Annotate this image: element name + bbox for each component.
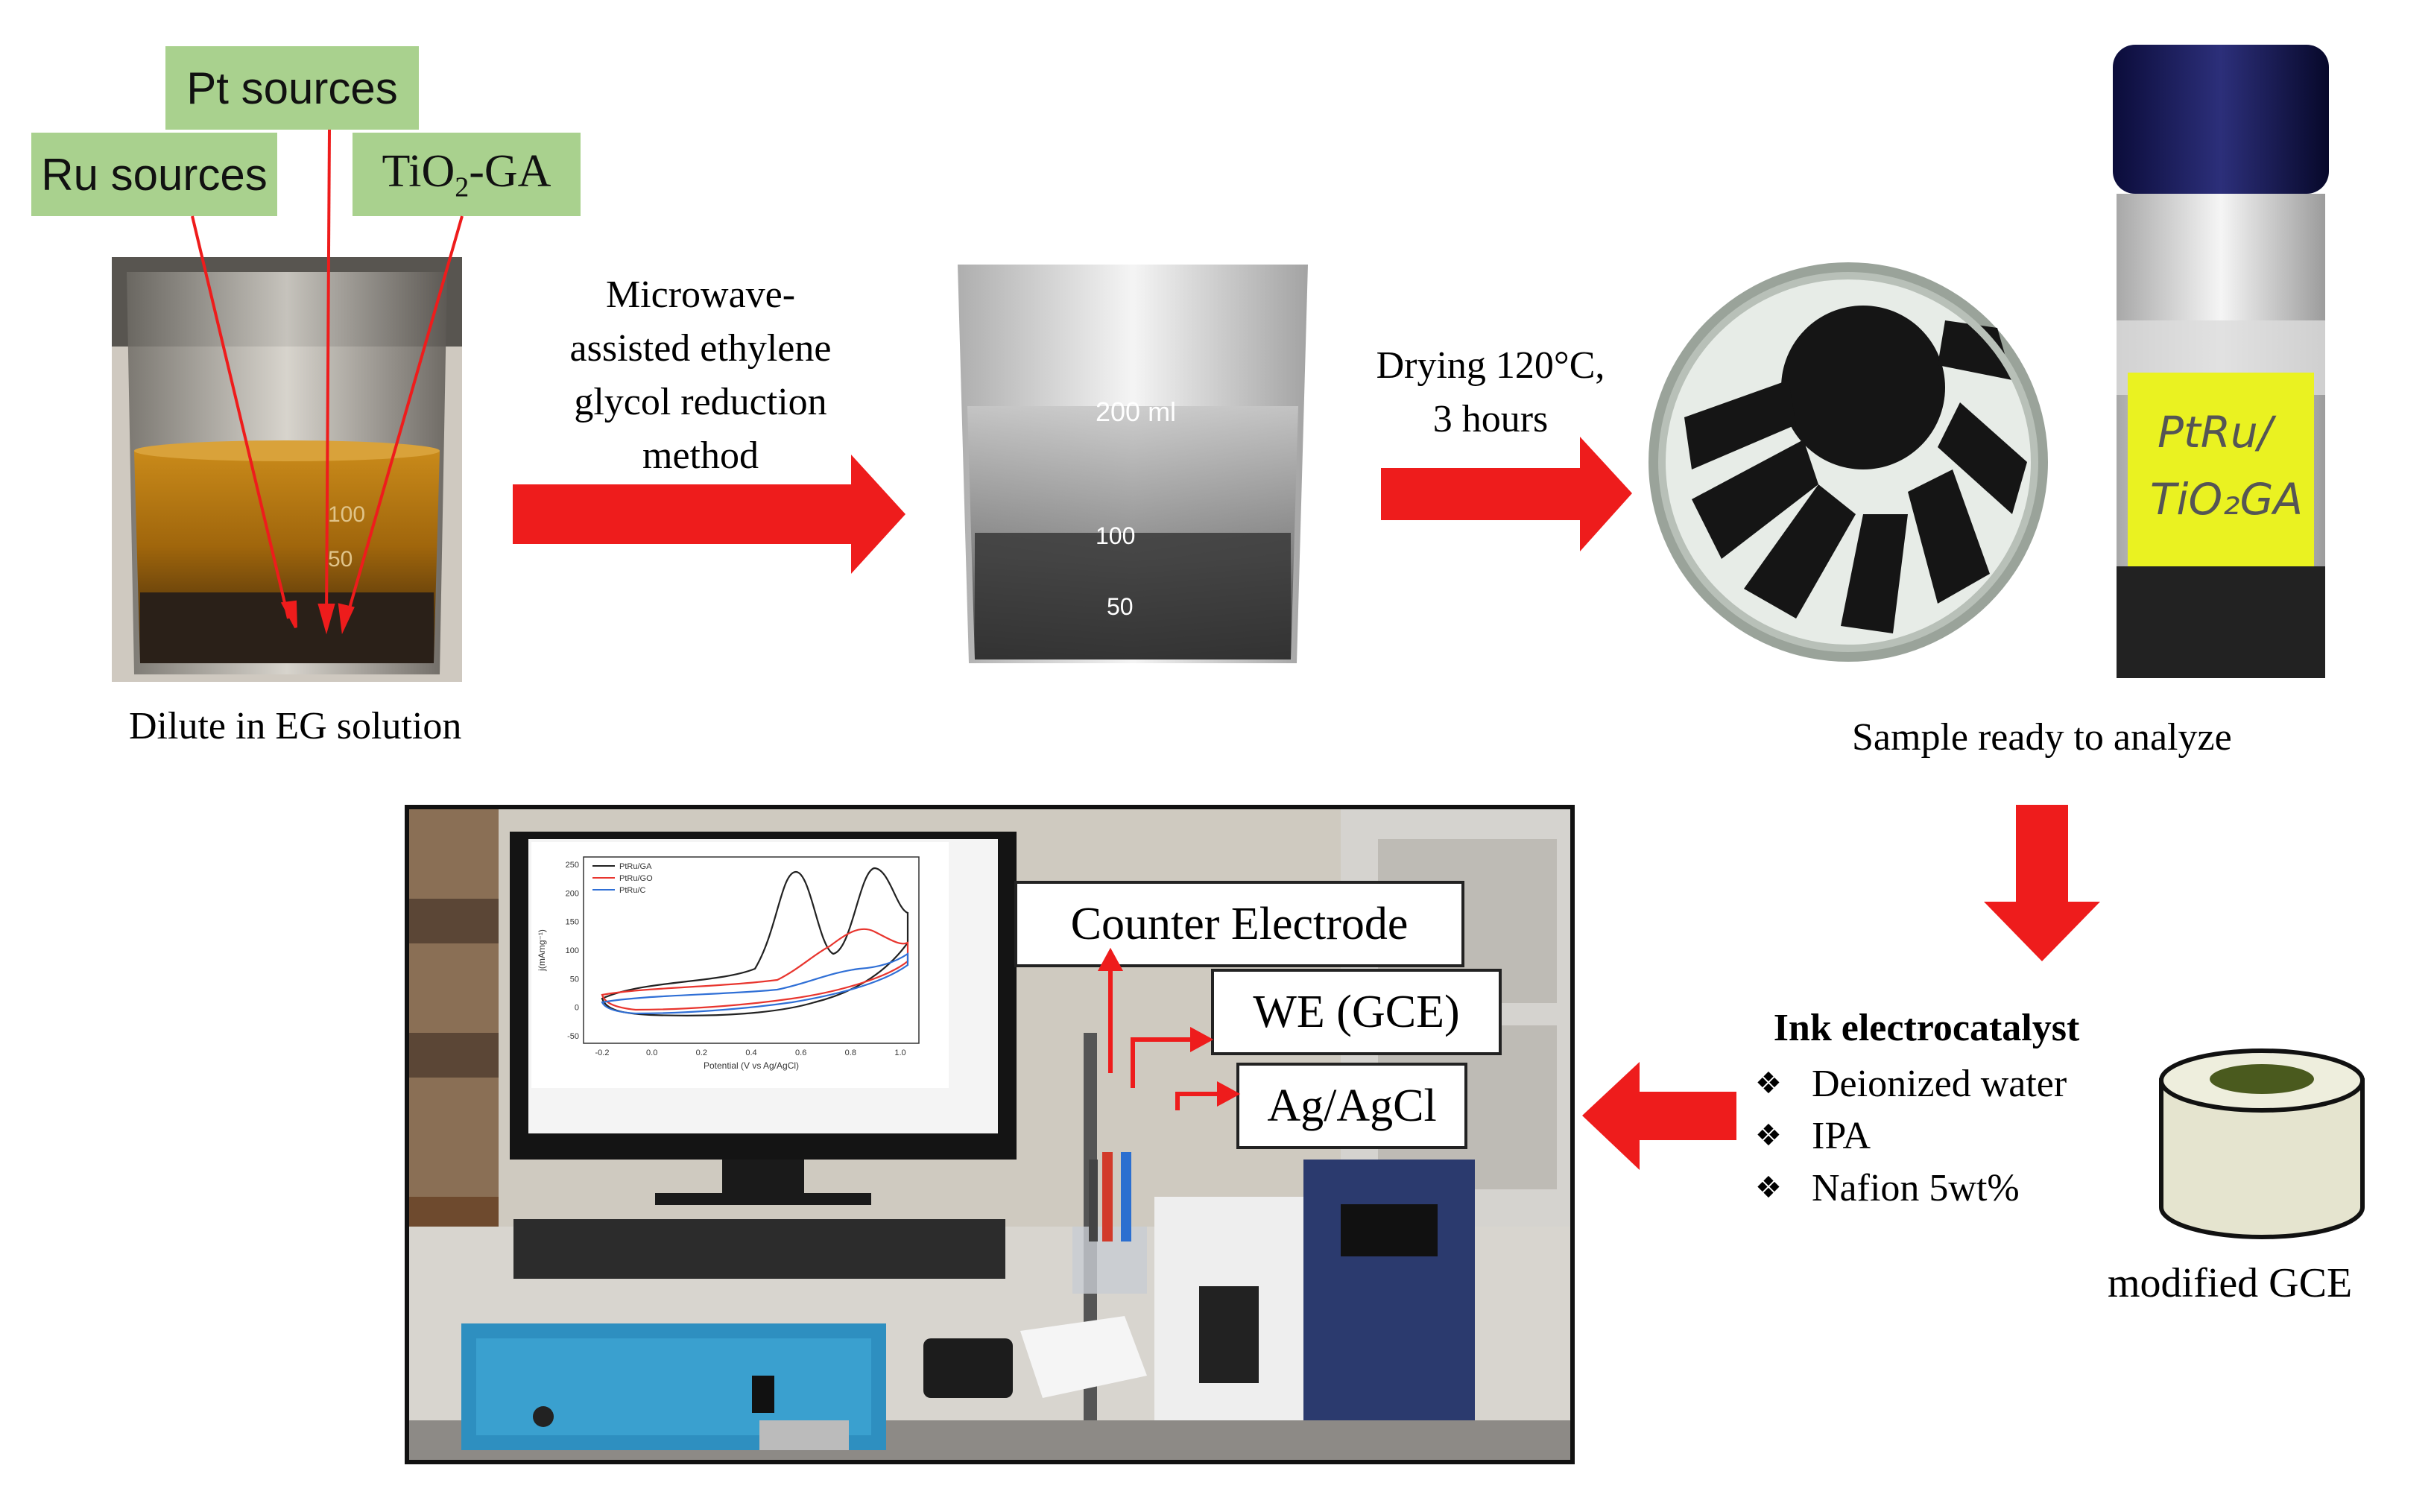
microwave-line-4: method	[642, 434, 759, 477]
ink-item-nafion: ❖ Nafion 5wt%	[1755, 1166, 2020, 1209]
cv-series-line	[601, 952, 909, 1015]
reference-electrode-label: Ag/AgCl	[1236, 1063, 1467, 1149]
ink-electrocatalyst-block: Ink electrocatalyst ❖ Deionized water ❖ …	[1755, 1006, 2098, 1214]
pt-sources-text: Pt sources	[186, 63, 398, 113]
microwave-line-2: assisted ethylene	[569, 327, 832, 370]
y-axis-label: j(mAmg⁻¹)	[537, 929, 547, 972]
working-electrode-label: WE (GCE)	[1211, 969, 1502, 1055]
counter-electrode-text: Counter Electrode	[1070, 898, 1409, 949]
step-arrow-left	[1582, 1062, 1736, 1170]
x-tick-label: 0.2	[696, 1048, 707, 1057]
y-tick-label: 100	[566, 946, 579, 955]
beaker1-mark-50: 50	[328, 547, 353, 572]
beaker-with-precursors-photo: 100 50	[112, 257, 462, 682]
pt-sources-label: Pt sources	[165, 46, 419, 130]
tio2-ga-label: TiO2-GA	[353, 133, 581, 216]
beaker2-mark-200: 200 ml	[1096, 396, 1176, 427]
cv-chart-svg: 250 200 150 100 50 0 -50 -0.2 0.0 0.2 0.4 0.6 0.8 1.0…	[537, 856, 920, 1071]
drying-line-2: 3 hours	[1432, 398, 1549, 440]
x-tick-label: 1.0	[894, 1048, 905, 1057]
vial-label-line2: TiO₂GA	[2150, 474, 2303, 525]
ru-sources-text: Ru sources	[41, 149, 268, 200]
microwave-step-text: Microwave- assisted ethylene glycol redu…	[522, 268, 879, 483]
working-electrode-text: WE (GCE)	[1253, 986, 1460, 1037]
y-tick-label: -50	[567, 1032, 579, 1041]
drying-line-1: Drying 120°C,	[1376, 344, 1605, 387]
y-tick-label: 50	[570, 975, 579, 984]
cv-series-line	[601, 867, 909, 1016]
legend-entry: PtRu/C	[619, 886, 646, 895]
y-tick-label: 150	[566, 918, 579, 927]
drying-step-text: Drying 120°C, 3 hours	[1349, 339, 1632, 446]
screen-cv-chart: 250 200 150 100 50 0 -50 -0.2 0.0 0.2 0.4 0.6 0.8 1.0…	[531, 842, 949, 1088]
x-tick-label: 0.0	[646, 1048, 657, 1057]
y-tick-label: 0	[575, 1004, 579, 1013]
y-tick-label: 200	[566, 889, 579, 898]
step-arrow-down	[1984, 805, 2100, 961]
x-tick-label: 0.8	[845, 1048, 856, 1057]
legend-entry: PtRu/GA	[619, 862, 652, 871]
ink-item-deionized-water: ❖ Deionized water	[1755, 1062, 2067, 1105]
tio2-ga-text: TiO2-GA	[382, 145, 551, 203]
diamond-bullet-icon: ❖	[1755, 1119, 1782, 1153]
sample-vial-photo: PtRu/ TiO₂GA	[2098, 45, 2344, 686]
legend-entry: PtRu/GO	[619, 874, 653, 883]
modified-gce-caption: modified GCE	[2108, 1260, 2353, 1306]
vial-label-line1: PtRu/	[2158, 407, 2277, 458]
diamond-bullet-icon: ❖	[1755, 1066, 1782, 1101]
counter-electrode-label: Counter Electrode	[1014, 881, 1464, 967]
microwave-line-3: glycol reduction	[574, 381, 827, 423]
reference-electrode-text: Ag/AgCl	[1267, 1080, 1437, 1131]
ink-item-ipa: ❖ IPA	[1755, 1114, 1871, 1157]
dilute-caption: Dilute in EG solution	[129, 705, 462, 747]
ru-sources-label: Ru sources	[31, 133, 277, 216]
step-arrow-2	[1381, 437, 1632, 551]
x-tick-label: 0.6	[795, 1048, 806, 1057]
sample-ready-caption: Sample ready to analyze	[1852, 716, 2232, 759]
ink-title: Ink electrocatalyst	[1773, 1007, 2080, 1049]
microwave-line-1: Microwave-	[605, 273, 796, 316]
x-axis-label: Potential (V vs Ag/AgCl)	[704, 1060, 799, 1071]
beaker1-mark-100: 100	[328, 502, 365, 527]
x-tick-label: 0.4	[745, 1048, 756, 1057]
beaker-after-reduction-photo: 200 ml 100 50	[946, 257, 1319, 674]
beaker2-mark-100: 100	[1096, 522, 1135, 549]
beaker2-mark-50: 50	[1107, 593, 1134, 620]
diamond-bullet-icon: ❖	[1755, 1171, 1782, 1205]
modified-gce-illustration	[2154, 1043, 2370, 1244]
y-tick-label: 250	[566, 861, 579, 870]
petri-dish-photo	[1640, 246, 2057, 671]
cv-series-line	[601, 928, 909, 1011]
x-tick-label: -0.2	[595, 1048, 610, 1057]
